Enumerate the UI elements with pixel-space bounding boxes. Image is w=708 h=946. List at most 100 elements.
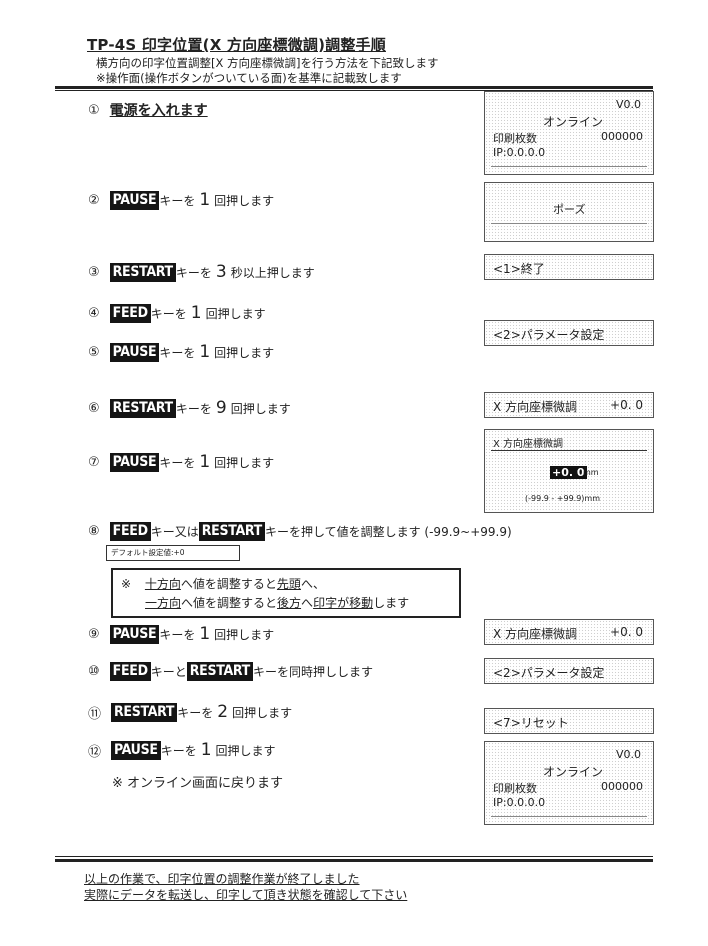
step-number: ⑦: [88, 454, 100, 470]
lcd-ip: IP:0.0.0.0: [493, 796, 546, 809]
lcd-xedit-range: (-99.9 - +99.9)mm: [525, 494, 601, 503]
lcd-divider: [491, 223, 647, 224]
step-7: ⑦ PAUSE キーを 1 回押します: [88, 452, 274, 472]
step-number: ⑪: [88, 706, 102, 722]
lcd-xadj-value: +0. 0: [610, 398, 643, 412]
default-value-box: デフォルト設定値:+0: [106, 545, 240, 561]
lcd-xadj-value: +0. 0: [610, 625, 643, 639]
step-text: 回押します: [214, 627, 275, 642]
lcd-version: V0.0: [615, 98, 641, 111]
step-count: 1: [199, 624, 211, 644]
page-title: TP-4S 印字位置(X 方向座標微調)調整手順: [87, 36, 386, 54]
lcd-reset-screen: <7>リセット: [484, 708, 654, 734]
note-text: 先頭: [276, 577, 301, 591]
step-number: ⑧: [88, 524, 100, 539]
step-9: ⑨ PAUSE キーを 1 回押します: [88, 624, 274, 644]
step-text: キーを: [177, 705, 214, 720]
lcd-xedit-label: X 方向座標微調: [493, 439, 564, 450]
lcd-status: オンライン: [543, 765, 604, 779]
step-number: ⑥: [88, 400, 100, 416]
lcd-version: V0.0: [615, 748, 641, 761]
footer-line-1: 以上の作業で、印字位置の調整作業が終了しました: [84, 872, 360, 886]
step-number: ①: [88, 102, 100, 118]
footer-rule: [55, 859, 653, 862]
step-number: ⑤: [88, 344, 100, 360]
step-number: ⑨: [88, 626, 100, 642]
step-count: 1: [199, 452, 211, 472]
lcd-online-screen: V0.0 オンライン 印刷枚数 000000 IP:0.0.0.0: [484, 91, 654, 175]
step-5: ⑤ PAUSE キーを 1 回押します: [88, 342, 274, 362]
lcd-divider: [491, 816, 647, 817]
lcd-count-label: 印刷枚数: [493, 782, 537, 795]
note-text: へ値を調整すると: [181, 596, 278, 610]
lcd-xadj-screen: X 方向座標微調 +0. 0: [484, 392, 654, 418]
restart-key: RESTART: [198, 522, 265, 541]
step-text: 回押します: [214, 193, 275, 208]
lcd-divider: [491, 166, 647, 167]
step-text: キーを同時押しします: [252, 665, 373, 679]
feed-key: FEED: [109, 522, 151, 541]
step-count: 1: [200, 740, 212, 760]
step-count: 1: [190, 303, 202, 323]
step-text: キーを: [159, 627, 196, 642]
lcd-end-screen: <1>終了: [484, 254, 654, 280]
step-12: ⑫ PAUSE キーを 1 回押します: [88, 740, 276, 760]
step-text: キーを: [159, 345, 196, 360]
step-number: ⑫: [88, 744, 102, 760]
step-count: 3: [215, 262, 227, 282]
step-count: 1: [199, 190, 211, 210]
lcd-status: オンライン: [543, 115, 604, 129]
lcd-xedit-value: +0. 0: [550, 466, 587, 479]
step-text: キーを: [175, 401, 212, 416]
lcd-count-value: 000000: [601, 130, 643, 143]
lcd-param-screen: <2>パラメータ設定: [484, 320, 654, 346]
lcd-param-text: <2>パラメータ設定: [493, 328, 605, 342]
step-text: キーを: [160, 743, 197, 758]
step-number: ②: [88, 192, 100, 208]
note-text: 後方: [277, 596, 302, 610]
step-text: キーを押して値を調整します (-99.9~+99.9): [264, 525, 512, 539]
pause-key: PAUSE: [109, 190, 160, 210]
lcd-xedit-screen: X 方向座標微調 +0. 0 mm (-99.9 - +99.9)mm: [484, 429, 654, 513]
restart-key: RESTART: [109, 398, 176, 418]
note-text: 一方向: [145, 596, 182, 610]
step-text: 回押します: [214, 455, 275, 470]
step-text: 回押します: [232, 705, 293, 720]
step-text: 秒以上押します: [230, 265, 315, 280]
step-6: ⑥ RESTART キーを 9 回押します: [88, 398, 291, 418]
step-number: ⑩: [88, 664, 100, 679]
lcd-pause-text: ポーズ: [553, 203, 586, 216]
footer-line-2: 実際にデータを転送し、印字して頂き状態を確認して下さい: [84, 888, 408, 902]
step-text: キーを: [150, 306, 187, 321]
note-line-2: 一方向へ値を調整すると後方へ印字が移動します: [145, 594, 409, 611]
lcd-ip: IP:0.0.0.0: [493, 146, 546, 159]
lcd-reset-text: <7>リセット: [493, 716, 569, 730]
lcd-param-text: <2>パラメータ設定: [493, 666, 605, 680]
header-rule-thin: [55, 90, 653, 91]
note-text: 印字が移動: [313, 596, 374, 610]
step-8: ⑧ FEED キー又は RESTART キーを押して値を調整します (-99.9…: [88, 522, 512, 541]
step-text: 回押します: [230, 401, 291, 416]
note-mark: ※: [121, 577, 132, 591]
lcd-divider: [491, 450, 647, 451]
step-3: ③ RESTART キーを 3 秒以上押します: [88, 262, 315, 282]
restart-key: RESTART: [109, 262, 176, 282]
step-text: キーを: [159, 455, 196, 470]
step-text: 回押します: [214, 345, 275, 360]
lcd-param-screen-2: <2>パラメータ設定: [484, 658, 654, 684]
step-2: ② PAUSE キーを 1 回押します: [88, 190, 274, 210]
restart-key: RESTART: [186, 662, 253, 681]
lcd-xadj-label: X 方向座標微調: [493, 400, 578, 414]
feed-key: FEED: [109, 303, 151, 323]
step-4: ④ FEED キーを 1 回押します: [88, 303, 266, 323]
lcd-xedit-unit: mm: [583, 468, 599, 477]
step-count: 9: [215, 398, 227, 418]
step-1: ① 電源を入れます: [88, 100, 208, 120]
pause-key: PAUSE: [109, 452, 160, 472]
subtitle-line-1: 横方向の印字位置調整[X 方向座標微調]を行う方法を下記致します: [96, 56, 439, 70]
pause-key: PAUSE: [109, 342, 160, 362]
step-text: キーを: [159, 193, 196, 208]
step-text: キー又は: [150, 525, 199, 539]
step-number: ③: [88, 264, 100, 280]
note-text: へ値を調整すると: [180, 577, 277, 591]
